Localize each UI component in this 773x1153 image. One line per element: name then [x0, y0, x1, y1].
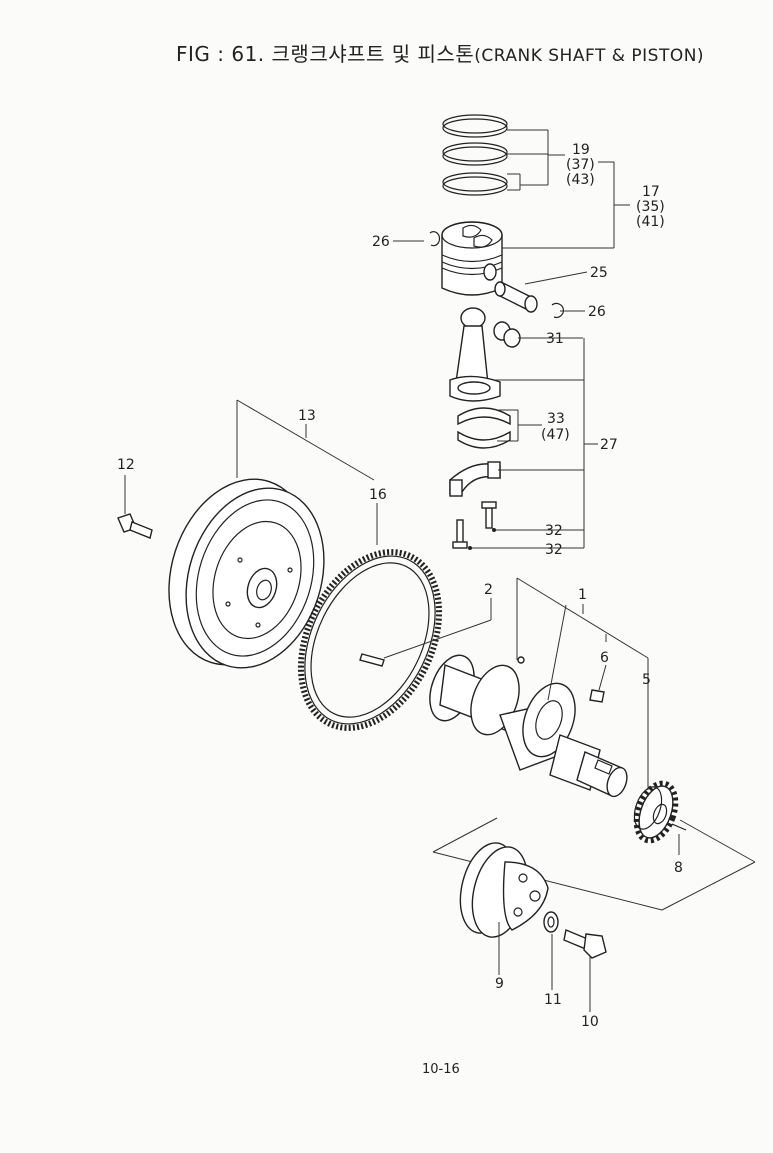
piston-pin	[494, 281, 538, 313]
leader-1-bracket	[516, 577, 649, 790]
callout-47: (47)	[541, 427, 570, 443]
flywheel	[168, 478, 325, 669]
connecting-rod	[449, 307, 501, 402]
crank-pulley	[459, 842, 549, 938]
snap-ring-right	[551, 302, 564, 319]
callout-8: 8	[674, 860, 683, 876]
callout-26b: 26	[588, 304, 606, 320]
woodruff-key	[589, 689, 605, 703]
callout-31: 31	[546, 331, 564, 347]
crank-gear	[633, 780, 679, 844]
gear-key	[671, 823, 687, 831]
piston	[441, 221, 503, 296]
callout-16: 16	[369, 487, 387, 503]
callout-19: 19	[572, 142, 590, 158]
callout-17: 17	[642, 184, 660, 200]
figure-title-main: FIG : 61. 크랭크샤프트 및 피스톤	[176, 42, 475, 66]
leader-8-diag	[679, 819, 756, 863]
callout-43: (43)	[566, 172, 595, 188]
crankshaft	[429, 654, 628, 798]
page-number: 10-16	[422, 1062, 460, 1077]
rod-cap	[449, 461, 501, 497]
rod-bearing-shells	[457, 407, 511, 449]
callout-33: 33	[547, 411, 565, 427]
callout-5: 5	[642, 672, 651, 688]
callout-10: 10	[581, 1014, 599, 1030]
callout-35: (35)	[636, 199, 665, 215]
ring-gear	[297, 549, 443, 731]
bracket-top	[432, 817, 498, 853]
callout-27: 27	[600, 437, 618, 453]
pulley-bolt	[563, 929, 607, 959]
rings-leader-lines	[507, 129, 565, 191]
leader-25	[524, 271, 588, 285]
callout-25: 25	[590, 265, 608, 281]
callout-12: 12	[117, 457, 135, 473]
leader-6	[598, 664, 607, 691]
callout-32b: 32	[545, 542, 563, 558]
callout-6: 6	[600, 650, 609, 666]
callout-32a: 32	[545, 523, 563, 539]
leader-13-diag	[236, 399, 375, 481]
callout-26a: 26	[372, 234, 390, 250]
piston-rings	[442, 114, 508, 196]
washer	[543, 911, 559, 933]
flywheel-bolt	[117, 513, 153, 539]
bracket-right	[661, 861, 756, 911]
leader-2-pin	[383, 619, 492, 659]
leader-27-bracket	[468, 338, 598, 550]
dowel-pin	[359, 653, 385, 667]
figure-title: FIG : 61. 크랭크샤프트 및 피스톤(CRANK SHAFT & PIS…	[176, 38, 704, 67]
callout-1: 1	[578, 587, 587, 603]
snap-ring-left	[429, 231, 441, 247]
figure-title-sub: (CRANK SHAFT & PISTON)	[474, 46, 705, 66]
rod-cap-bolts	[452, 501, 497, 549]
callout-2: 2	[484, 582, 493, 598]
callout-37: (37)	[566, 157, 595, 173]
callout-13: 13	[298, 408, 316, 424]
callout-9: 9	[495, 976, 504, 992]
small-end-bushing	[493, 321, 521, 348]
callout-11: 11	[544, 992, 562, 1008]
callout-41: (41)	[636, 214, 665, 230]
